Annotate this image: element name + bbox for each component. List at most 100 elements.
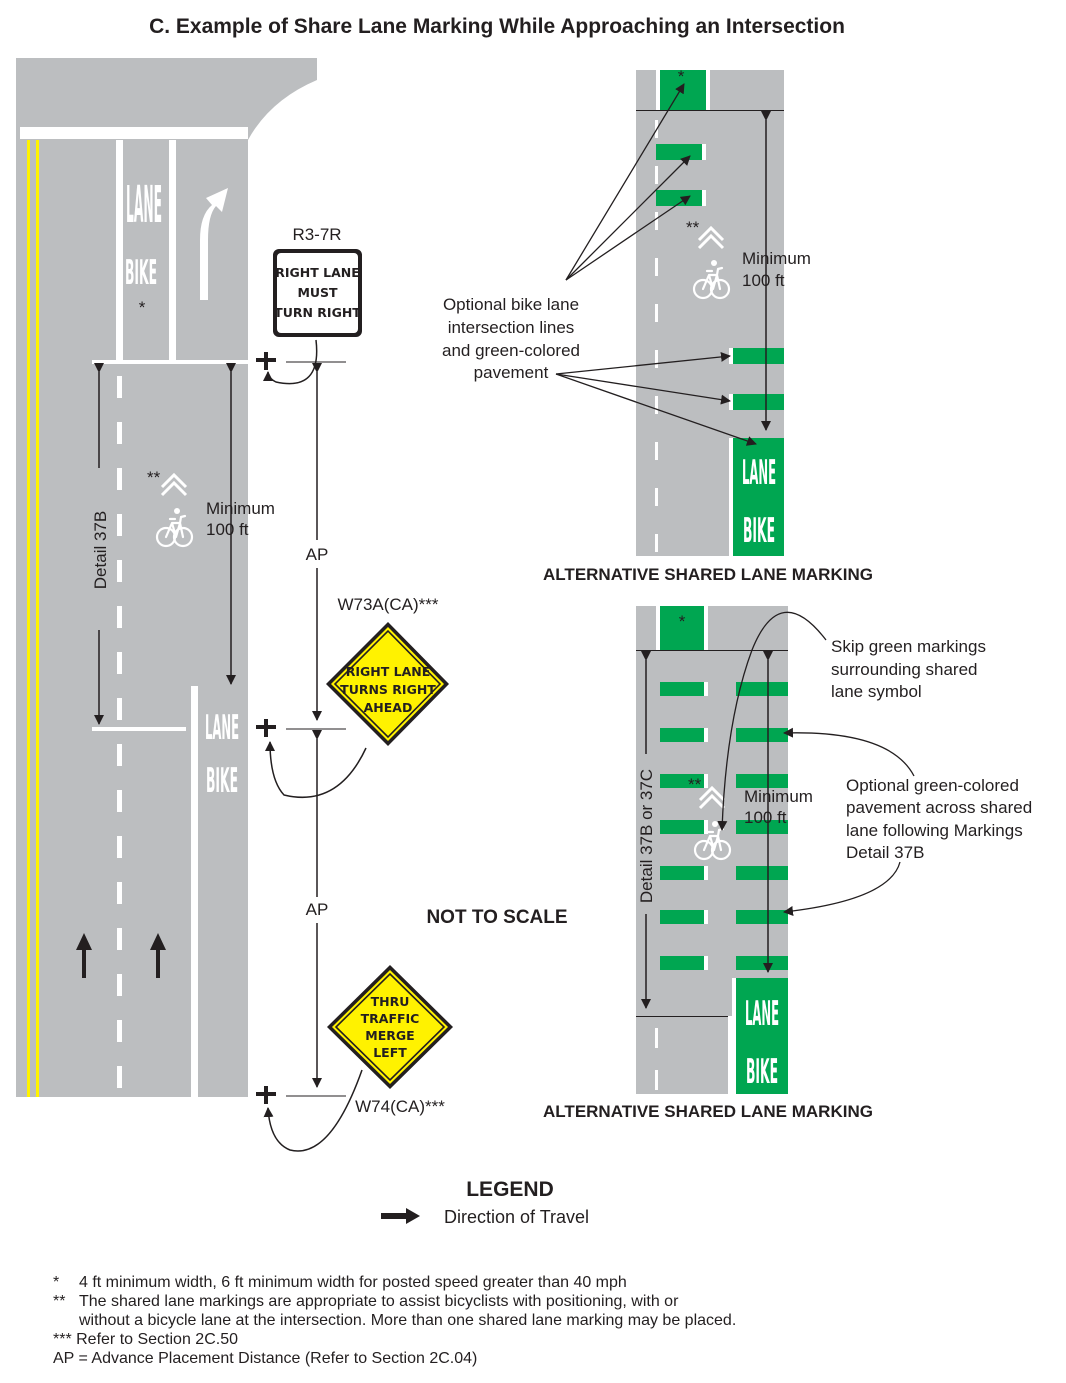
lane-dash <box>655 1028 658 1048</box>
callout-skip-3: lane symbol <box>831 682 922 701</box>
lane-dash <box>117 698 122 720</box>
green-stripe <box>660 910 704 924</box>
svg-text:without a bicycle lane at the: without a bicycle lane at the intersecti… <box>78 1312 736 1329</box>
min-dist-label: 100 ft <box>206 520 249 539</box>
callout-lines-bottom <box>717 611 915 916</box>
lane-dash <box>117 514 122 536</box>
r3-7r-sign: RIGHT LANE MUST TURN RIGHT <box>273 249 362 337</box>
callout-green-2: pavement across shared <box>846 798 1032 817</box>
callout-skip-1: Skip green markings <box>831 637 986 656</box>
svg-text:RIGHT LANE: RIGHT LANE <box>275 265 360 280</box>
minimum-label-2: Minimum <box>742 249 811 268</box>
svg-text:MUST: MUST <box>297 285 338 300</box>
sign-post-icon-3 <box>256 1086 276 1104</box>
legend-title: LEGEND <box>466 1178 554 1201</box>
star-note: * <box>139 298 146 317</box>
callout-bike-lane-2: intersection lines <box>448 318 575 337</box>
lane-dash <box>117 1066 122 1088</box>
left-road <box>16 58 317 1097</box>
legend-item: Direction of Travel <box>444 1207 589 1227</box>
ap-label: AP <box>306 545 329 564</box>
svg-text:*: * <box>53 1274 59 1291</box>
svg-text:LEFT: LEFT <box>373 1045 407 1060</box>
minimum-label: Minimum <box>206 499 275 518</box>
lane-dash <box>117 422 122 444</box>
lane-dash <box>655 1070 658 1090</box>
w73a-code: W73A(CA)*** <box>337 595 438 614</box>
w74-code: W74(CA)*** <box>355 1097 445 1116</box>
double-star-note-3: ** <box>688 775 702 794</box>
pavement-lane-text: LANE <box>126 176 162 235</box>
svg-text:THRU: THRU <box>371 994 410 1009</box>
pavement-lane-text-3: LANE <box>742 453 776 493</box>
green-stripe <box>736 728 788 742</box>
footnotes: * 4 ft minimum width, 6 ft minimum width… <box>53 1274 736 1367</box>
lane-dash <box>117 376 122 398</box>
stripe-edge <box>704 728 708 742</box>
up-arrow-icon-2 <box>150 933 166 978</box>
svg-text:RIGHT LANE: RIGHT LANE <box>346 664 431 679</box>
callout-green-3: lane following Markings <box>846 821 1023 840</box>
star-note-3: * <box>679 612 686 631</box>
lane-dash <box>655 258 658 276</box>
stripe-edge <box>704 956 708 970</box>
lane-dash <box>117 882 122 904</box>
lane-dash <box>655 166 658 184</box>
lane-dash <box>117 1020 122 1042</box>
green-stripe <box>736 866 788 880</box>
detail-37b-label: Detail 37B <box>91 511 110 589</box>
lane-dash <box>117 606 122 628</box>
ap-dimensions <box>286 361 346 1097</box>
alt-marking-label-2: ALTERNATIVE SHARED LANE MARKING <box>543 1102 873 1121</box>
stripe-edge <box>704 774 708 788</box>
lane-dash <box>117 652 122 674</box>
pavement-lane-text-2: LANE <box>205 708 239 748</box>
min-dist-label-3: 100 ft <box>744 808 787 827</box>
right-turn-arrow-icon <box>200 188 228 300</box>
yellow-center-line <box>27 140 30 1097</box>
stripe-edge <box>704 820 708 834</box>
stripe-edge <box>704 910 708 924</box>
min-dist-label-2: 100 ft <box>742 271 785 290</box>
r3-7r-code: R3-7R <box>292 225 341 244</box>
svg-text:*** Refer to Section 2C.50: *** Refer to Section 2C.50 <box>53 1331 238 1348</box>
svg-text:TURN RIGHT: TURN RIGHT <box>274 305 361 320</box>
alt-marking-label: ALTERNATIVE SHARED LANE MARKING <box>543 565 873 584</box>
svg-text:AHEAD: AHEAD <box>364 700 413 715</box>
ap-label-2: AP <box>306 900 329 919</box>
page-title: C. Example of Share Lane Marking While A… <box>149 15 845 38</box>
leader-r3-7r <box>263 339 318 385</box>
legend-arrow-icon <box>381 1208 420 1224</box>
lane-dash <box>117 836 122 858</box>
stripe-edge <box>704 682 708 696</box>
callout-bike-lane-1: Optional bike lane <box>443 295 579 314</box>
lane-dash <box>117 560 122 582</box>
star-note-2: * <box>678 67 685 86</box>
leader-w74 <box>263 1069 363 1152</box>
callout-green-1: Optional green-colored <box>846 776 1019 795</box>
green-stripe <box>736 956 788 970</box>
callout-skip-2: surrounding shared <box>831 660 977 679</box>
green-stripe <box>736 820 788 834</box>
green-stripe <box>660 820 704 834</box>
pavement-bike-text-4: BIKE <box>746 1052 778 1092</box>
leader-w73a <box>265 741 367 799</box>
lane-dash <box>655 442 658 460</box>
green-stripe <box>736 682 788 696</box>
callout-green-4: Detail 37B <box>846 843 924 862</box>
top-right-road <box>636 70 784 556</box>
callout-bike-lane-4: pavement <box>474 363 549 382</box>
double-star-note-2: ** <box>686 218 700 237</box>
svg-text:MERGE: MERGE <box>365 1028 414 1043</box>
lane-dash <box>655 212 658 230</box>
svg-text:AP = Advance Placement Distanc: AP = Advance Placement Distance (Refer t… <box>53 1350 477 1367</box>
pavement-lane-text-4: LANE <box>745 994 779 1034</box>
lane-dash <box>117 468 122 490</box>
sign-post-icon <box>256 352 276 370</box>
lane-dash <box>117 974 122 996</box>
detail-37b-or-37c-label: Detail 37B or 37C <box>637 769 656 903</box>
green-stripe <box>660 774 704 788</box>
stripe-edge <box>704 866 708 880</box>
lane-dash <box>117 928 122 950</box>
